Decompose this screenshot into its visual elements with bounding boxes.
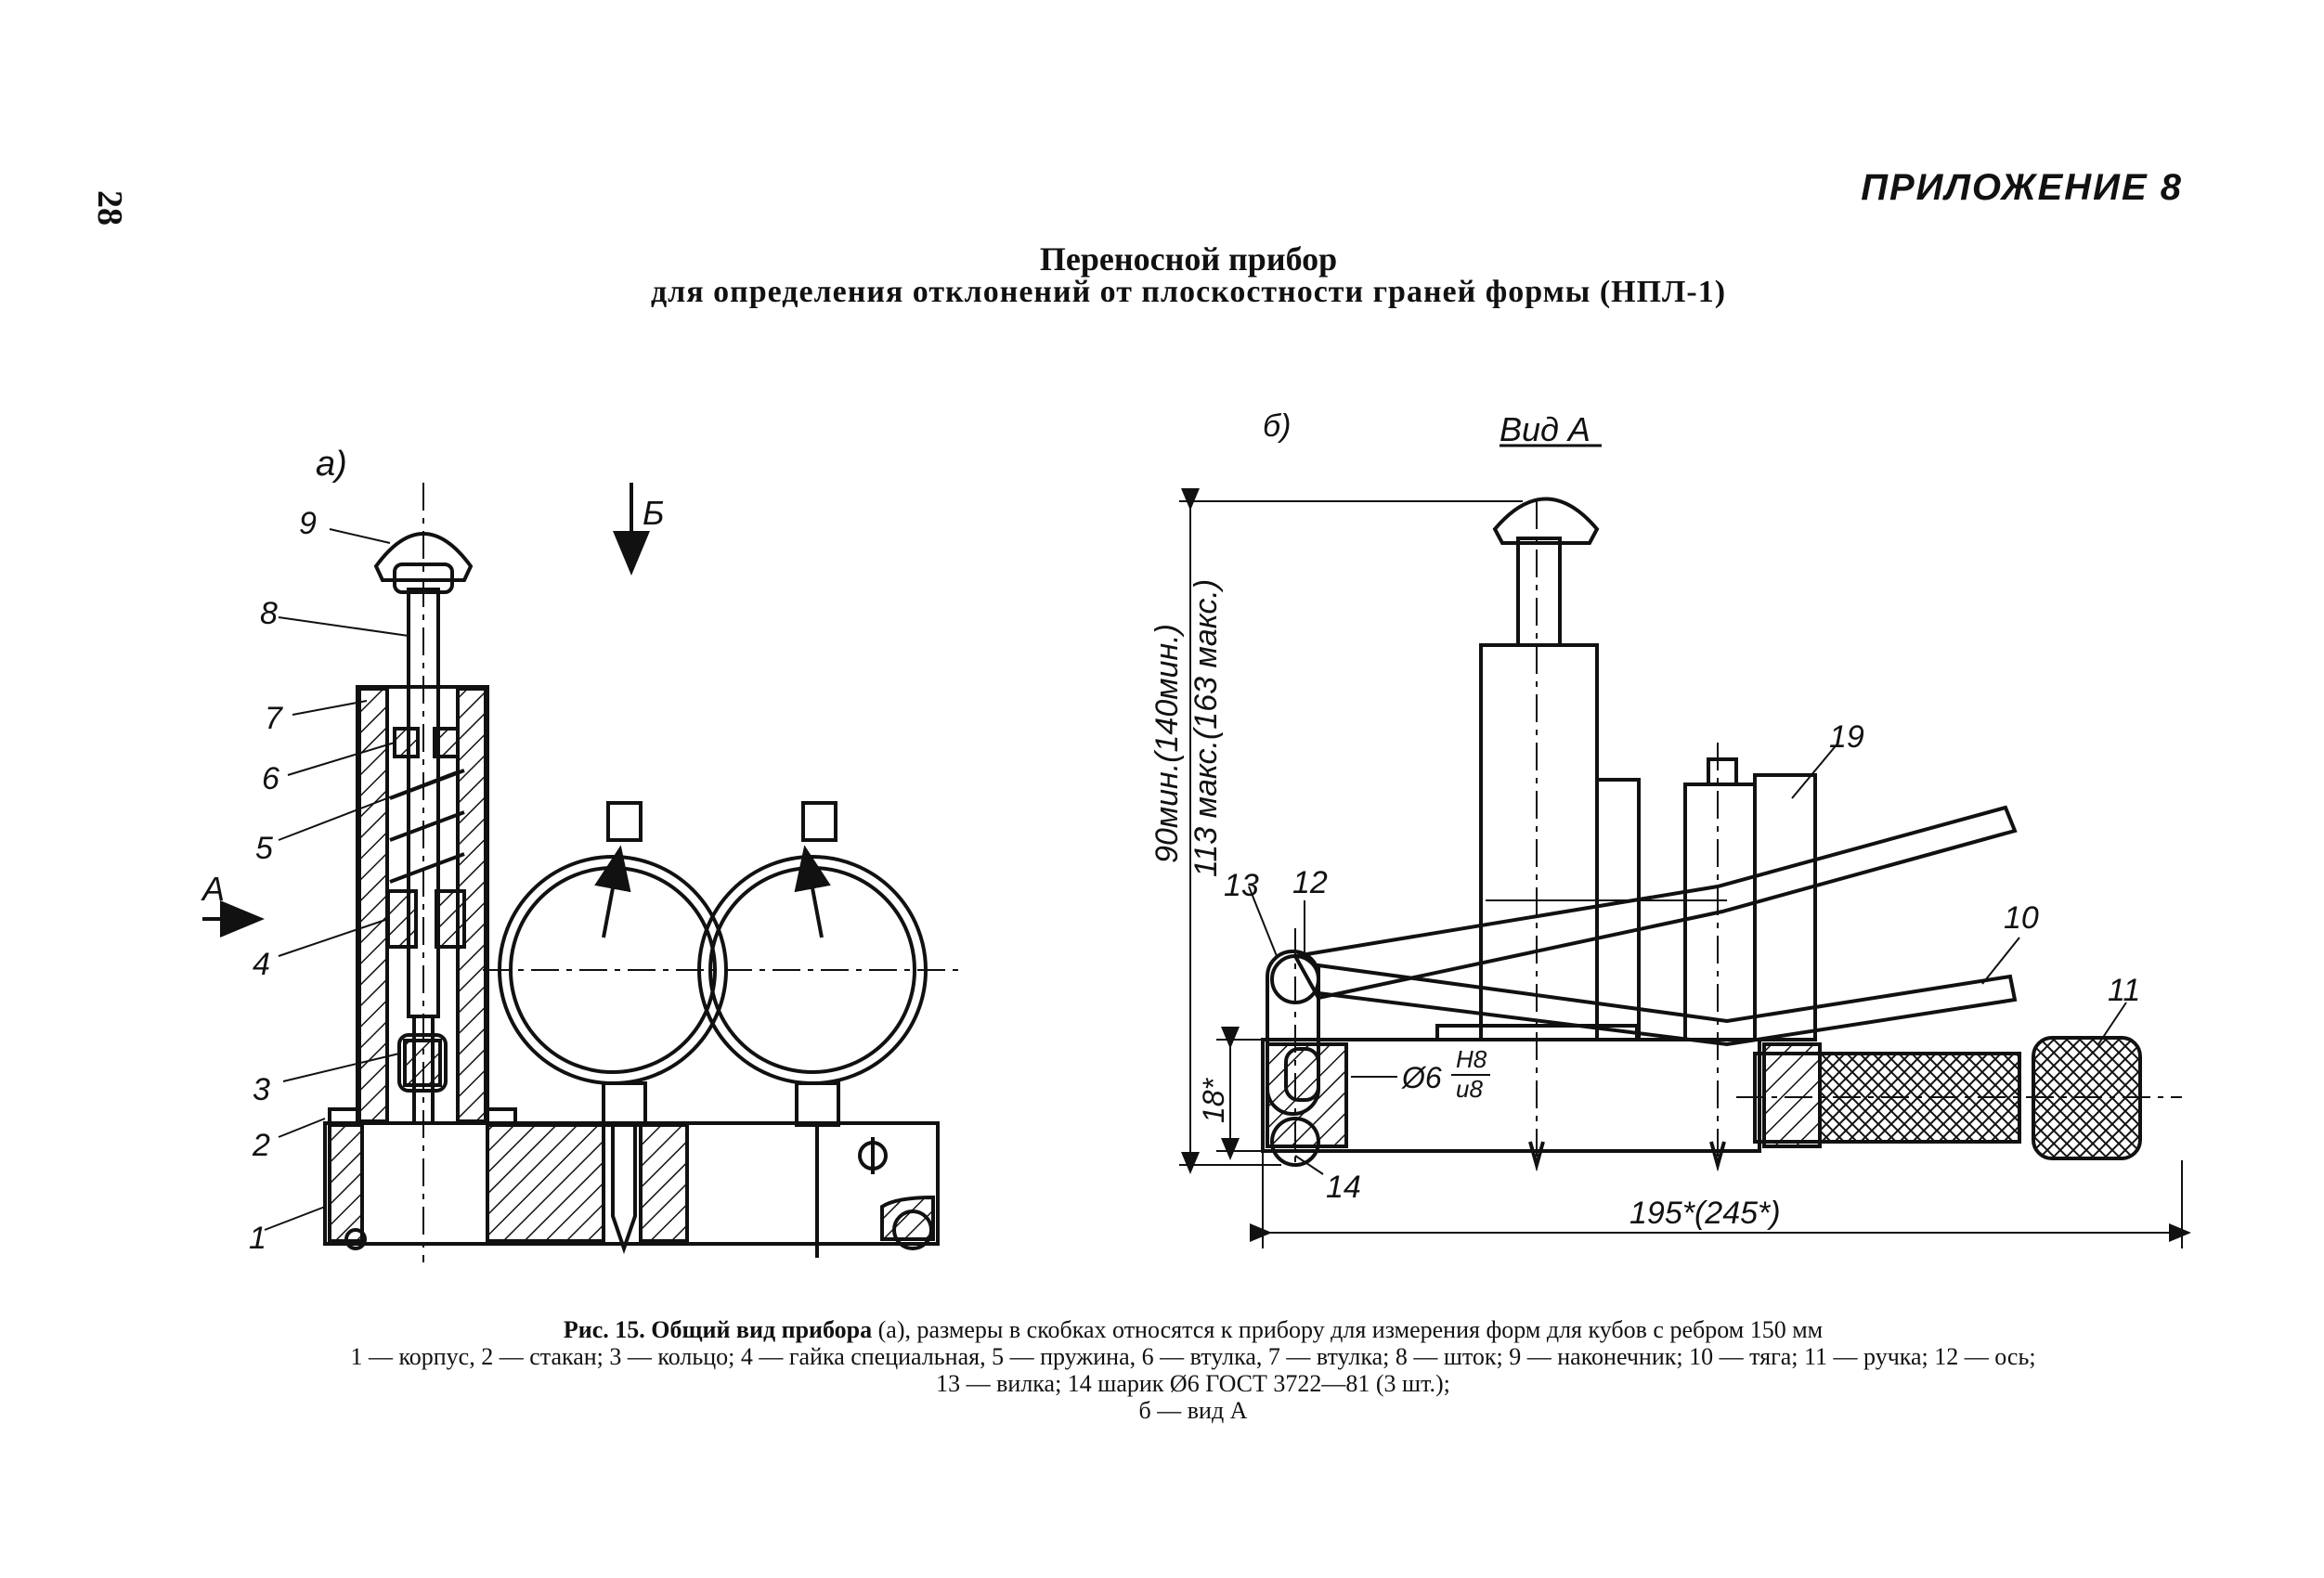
- ball: [344, 1228, 367, 1250]
- callout-9: 9: [299, 506, 317, 541]
- hatched-section: [386, 889, 418, 949]
- callout-14: 14: [1326, 1170, 1361, 1205]
- column-part: [1479, 643, 1599, 1041]
- leader-lines: [1248, 742, 2127, 1175]
- arrow-label-a: А: [201, 870, 225, 908]
- callout-8: 8: [260, 596, 278, 631]
- caption-lead: Рис. 15. Общий вид прибора: [563, 1316, 873, 1343]
- hatched-section: [1266, 1042, 1348, 1148]
- arrow-label-b: Б: [643, 494, 664, 532]
- dim-height-2: 113 макс.(163 макс.): [1188, 579, 1224, 877]
- view-a: [202, 483, 966, 1262]
- hatched-section: [435, 889, 466, 949]
- hatched-section: [1762, 1042, 1822, 1148]
- callout-12: 12: [1292, 865, 1328, 900]
- appendix-heading: ПРИЛОЖЕНИЕ 8: [1861, 167, 2183, 208]
- view-b: [1179, 444, 2191, 1248]
- tip-part: [373, 532, 474, 582]
- fit-numerator: Н8: [1456, 1045, 1487, 1073]
- figure-caption: Рис. 15. Общий вид прибора (а), размеры …: [195, 1316, 2191, 1424]
- page-title: Переносной прибор: [1039, 240, 1338, 278]
- caption-line-4: б — вид А: [1138, 1397, 1248, 1424]
- dim-18: 18*: [1197, 1077, 1230, 1123]
- view-label-b: б): [1263, 408, 1291, 444]
- callout-11: 11: [2108, 973, 2140, 1008]
- callout-10: 10: [2004, 900, 2039, 936]
- callout-4: 4: [253, 947, 270, 982]
- leader-lines: [264, 528, 461, 1231]
- ball: [1270, 1117, 1320, 1167]
- fit-prefix: Ø6: [1401, 1061, 1442, 1094]
- caption-line-3: 13 — вилка; 14 шарик Ø6 ГОСТ 3722—81 (3 …: [936, 1370, 1450, 1397]
- hatched-section: [639, 1123, 689, 1243]
- caption-line-1: Рис. 15. Общий вид прибора (а), размеры …: [195, 1316, 2191, 1343]
- callout-13: 13: [1224, 868, 1259, 903]
- fit-denominator: и8: [1456, 1075, 1483, 1103]
- column-part: [1753, 773, 1817, 1041]
- hatched-section: [486, 1123, 605, 1243]
- callout-6: 6: [262, 761, 279, 796]
- dim-height-1: 90мин.(140мин.): [1149, 624, 1185, 863]
- caption-line-1-rest: (а), размеры в скобках относятся к прибо…: [872, 1316, 1824, 1343]
- view-label-a: а): [316, 445, 347, 484]
- callout-7: 7: [265, 701, 283, 736]
- callout-2: 2: [252, 1128, 270, 1163]
- hatched-section: [393, 727, 420, 758]
- spring: [389, 769, 465, 884]
- hatched-section: [357, 687, 389, 1123]
- ball: [892, 1209, 933, 1250]
- hatched-section: [328, 1123, 364, 1243]
- fork-part: [1266, 950, 1320, 1116]
- callout-3: 3: [253, 1072, 270, 1107]
- page-subtitle: для определения отклонений от плоскостно…: [650, 275, 1727, 309]
- view-a-labels: а) Б А 9 8 7 6 5 4 3 2 1: [201, 445, 664, 1256]
- rod-part: [1292, 805, 2018, 1001]
- callout-1: 1: [249, 1221, 266, 1256]
- callout-5: 5: [255, 831, 273, 866]
- callout-19: 19: [1829, 719, 1864, 755]
- rod-part: [1317, 963, 2018, 1047]
- view-b-labels: б) Вид А 90мин.(140мин.) 113 макс.(163 м…: [1149, 408, 2140, 1231]
- dim-width: 195*(245*): [1629, 1196, 1781, 1231]
- view-a-heading: Вид А: [1500, 410, 1590, 448]
- tip-part: [1492, 497, 1600, 545]
- caption-line-2: 1 — корпус, 2 — стакан; 3 — кольцо; 4 — …: [350, 1343, 2036, 1370]
